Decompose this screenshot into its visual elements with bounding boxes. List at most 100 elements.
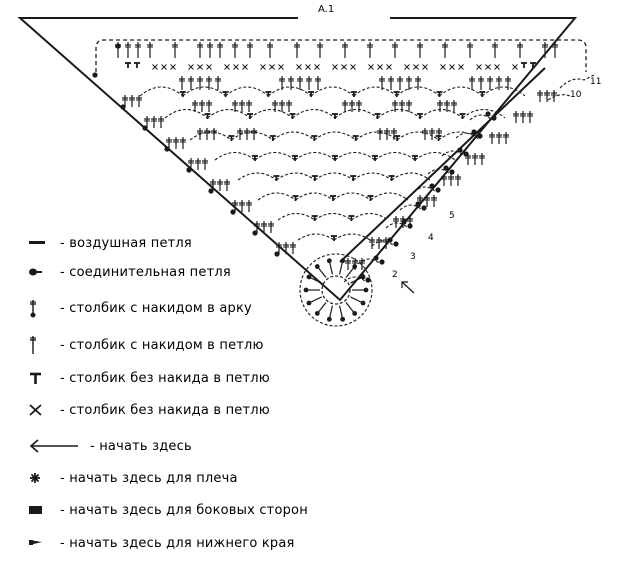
sc-t-stitch xyxy=(367,195,374,201)
legend-start-bottom: - начать здесь для нижнего края xyxy=(28,533,295,553)
dc-stitch xyxy=(441,174,447,186)
sc-t-stitch xyxy=(222,91,229,97)
sc-x-stitch xyxy=(197,64,203,70)
row-number-10: 10 xyxy=(570,90,582,100)
legend-dc-in-stitch: - столбик с накидом в петлю xyxy=(28,335,264,355)
dc-stitch xyxy=(544,90,550,102)
chain-arch xyxy=(314,212,352,221)
legend-label: - столбик с накидом в петлю xyxy=(60,337,264,353)
dc-stitch xyxy=(437,100,443,112)
sc-x-stitch xyxy=(188,64,194,70)
chain-arch xyxy=(439,86,483,97)
dc-stitch xyxy=(513,111,519,123)
dc-stitch xyxy=(527,111,533,123)
dc-stitch xyxy=(406,100,412,112)
sc-t-stitch xyxy=(252,155,258,161)
legend-sc-x: - столбик без накида в петлю xyxy=(28,400,270,420)
dc-stitch xyxy=(444,100,450,112)
dc-stitch xyxy=(239,100,245,112)
dc-stitch xyxy=(345,258,351,270)
dc-stitch xyxy=(144,116,150,128)
sc-x-stitch xyxy=(260,64,266,70)
dc-stitch xyxy=(496,132,502,144)
dc-stitch xyxy=(290,242,296,254)
sc-t-stitch xyxy=(479,91,486,97)
dc-stitch xyxy=(367,42,373,58)
sc-t-stitch xyxy=(394,135,401,141)
stitch-dot xyxy=(421,205,427,211)
dc-stitch xyxy=(472,153,478,165)
dc-stitch xyxy=(391,128,397,140)
dc-stitch xyxy=(215,76,221,90)
stitch-dot xyxy=(387,237,393,243)
legend-label: - начать здесь для нижнего края xyxy=(60,535,295,551)
stitch-dot xyxy=(401,219,407,225)
dc-stitch xyxy=(406,76,412,90)
chain-arch xyxy=(277,212,315,221)
row-number-4: 4 xyxy=(428,233,434,243)
stitch-dot xyxy=(491,115,497,121)
stitch-dot xyxy=(142,125,148,131)
dc-stitch xyxy=(288,76,294,90)
chain-arch xyxy=(391,172,431,181)
sc-x-stitch xyxy=(449,64,455,70)
chain-arches xyxy=(139,73,597,283)
sc-t-stitch xyxy=(374,113,381,119)
dc-stitch xyxy=(537,90,543,102)
stitch-dot xyxy=(360,300,366,306)
sc-t-stitch xyxy=(311,175,318,181)
sc-x-stitch xyxy=(494,64,500,70)
chain-arch xyxy=(355,131,398,141)
stitch-dot xyxy=(326,316,332,322)
dc-stitch xyxy=(173,137,179,149)
dc-stitch xyxy=(294,42,300,58)
chain-arch xyxy=(313,131,357,141)
stitch-symbols xyxy=(92,42,558,283)
stitch-dot xyxy=(208,188,214,194)
chain-arch xyxy=(455,132,479,139)
chain-arch xyxy=(214,151,256,161)
dc-stitch xyxy=(315,76,321,90)
dc-stitch xyxy=(286,100,292,112)
chain-arch xyxy=(189,131,232,141)
chain-arch xyxy=(207,108,251,119)
chain-arch xyxy=(352,172,392,181)
legend-start-shoulder: - начать здесь для плеча xyxy=(28,468,238,488)
dc-stitch xyxy=(158,116,164,128)
sc-t-stitch xyxy=(247,113,253,119)
legend-label: - столбик без накида в петлю xyxy=(60,402,270,418)
stitch-dot xyxy=(435,187,441,193)
dc-stitch xyxy=(417,42,423,58)
dc-stitch xyxy=(224,179,230,191)
dc-stitch xyxy=(232,200,238,212)
dc-stitch xyxy=(125,42,131,58)
chain-arch xyxy=(297,233,335,241)
dc-stitch xyxy=(297,76,303,90)
stitch-dot xyxy=(314,264,320,269)
dc-stitch xyxy=(136,95,142,107)
stitch-dot xyxy=(449,169,455,175)
chain-arch xyxy=(295,192,334,201)
dc-stitch xyxy=(202,158,208,170)
dc-stitch xyxy=(479,153,485,165)
chain-arch xyxy=(413,186,437,193)
sc-t-stitch xyxy=(311,215,318,221)
sc-t-stitch xyxy=(125,62,131,68)
stitch-dot xyxy=(373,255,379,261)
dc-stitch xyxy=(388,76,394,90)
legend-slip-stitch: - соединительная петля xyxy=(28,262,231,282)
sc-x-stitch xyxy=(242,64,248,70)
dc-stitch xyxy=(520,111,526,123)
section-divider xyxy=(339,67,546,263)
sc-x-stitch xyxy=(368,64,374,70)
stitch-dot xyxy=(363,287,369,293)
dc-stitch xyxy=(237,128,243,140)
dc-stitch xyxy=(399,100,405,112)
star-icon xyxy=(28,468,60,488)
sc-x-stitch xyxy=(485,64,491,70)
sc-t-stitch xyxy=(308,91,315,97)
dc-stitch xyxy=(542,42,548,58)
chain-arch xyxy=(351,212,389,221)
stitch-dot xyxy=(360,274,366,280)
chain-arch xyxy=(164,108,208,119)
